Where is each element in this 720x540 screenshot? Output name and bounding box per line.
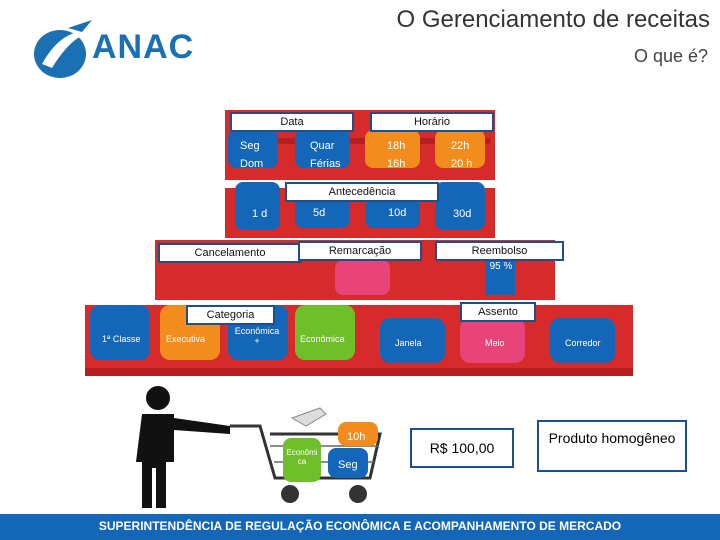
cart-item-10h: 10h bbox=[347, 431, 366, 443]
footer-bar bbox=[0, 514, 720, 540]
horario-label: Horário bbox=[370, 112, 494, 132]
page-subtitle: O que é? bbox=[633, 46, 708, 66]
cancelamento-label: Cancelamento bbox=[158, 243, 302, 263]
shopping-cart-illustration bbox=[136, 386, 382, 508]
categoria-item-economica-plus: Econômica + bbox=[234, 326, 280, 346]
cart-item-seg: Seg bbox=[338, 459, 358, 471]
data-item-quar: Quar bbox=[310, 140, 335, 152]
categoria-item-1a-classe: 1ª Classe bbox=[102, 334, 141, 344]
assento-item-corredor: Corredor bbox=[565, 338, 601, 348]
page-title: O Gerenciamento de receitas bbox=[396, 6, 711, 33]
data-label: Data bbox=[230, 112, 354, 132]
horario-item-22h: 22h bbox=[451, 140, 470, 152]
categoria-item-economica: Econômica bbox=[300, 334, 345, 344]
anac-logo-text: ANAC bbox=[92, 28, 195, 66]
data-item-ferias: Férias bbox=[310, 158, 341, 170]
assento-item-janela: Janela bbox=[395, 338, 422, 348]
assento-item-meio: Meio bbox=[485, 338, 505, 348]
anac-logo bbox=[34, 20, 92, 78]
categoria-item-executiva: Executiva bbox=[166, 334, 206, 344]
reembolso-label: Reembolso bbox=[435, 241, 564, 261]
antecedencia-label: Antecedência bbox=[285, 182, 439, 202]
footer-text: SUPERINTENDÊNCIA DE REGULAÇÃO ECONÔMICA … bbox=[98, 519, 622, 533]
categoria-label: Categoria bbox=[186, 305, 275, 325]
horario-item-18h: 18h bbox=[387, 140, 406, 152]
antecedencia-item-5d: 5d bbox=[313, 207, 326, 219]
homogeneous-product-box: Produto homogêneo bbox=[537, 420, 687, 472]
antecedencia-item-10d: 10d bbox=[388, 207, 407, 219]
data-item-seg: Seg bbox=[240, 140, 260, 152]
reembolso-value: 95 % bbox=[489, 261, 513, 272]
price-box: R$ 100,00 bbox=[410, 428, 514, 468]
remarcacao-label: Remarcação bbox=[298, 241, 422, 261]
data-item-dom: Dom bbox=[240, 158, 264, 170]
antecedencia-item-30d: 30d bbox=[453, 208, 472, 220]
assento-label: Assento bbox=[460, 302, 536, 322]
cart-item-economica: Econômi ca bbox=[286, 448, 318, 466]
horario-item-20h: 20 h bbox=[451, 158, 473, 170]
antecedencia-item-1d: 1 d bbox=[252, 208, 268, 220]
horario-item-16h: 16h bbox=[387, 158, 406, 170]
